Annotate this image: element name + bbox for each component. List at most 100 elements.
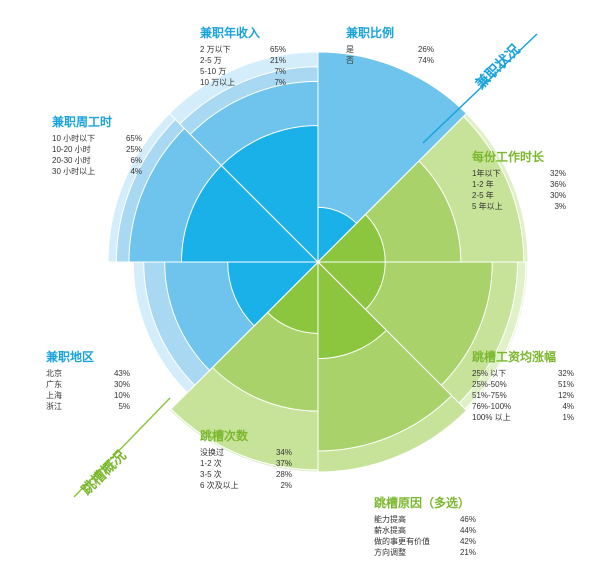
legend-row: 30 小时以上 4%	[52, 166, 142, 177]
legend-value: 4%	[562, 402, 574, 411]
legend-value: 46%	[459, 515, 476, 524]
legend-value: 1%	[562, 413, 574, 422]
legend-value: 12%	[557, 391, 574, 400]
legend-row: 1-2 次 37%	[200, 458, 292, 469]
legend-value: 36%	[549, 180, 566, 189]
legend-label: 10-20 小时	[52, 145, 91, 154]
legend-value: 4%	[130, 167, 142, 176]
legend-label: 51%-75%	[472, 391, 507, 400]
legend-row: 25%-50%51%	[472, 379, 574, 390]
chart-wedges	[107, 51, 529, 473]
legend-row: 100% 以上 1%	[472, 412, 574, 423]
legend-value: 34%	[275, 448, 292, 457]
legend-label: 20-30 小时	[52, 156, 91, 165]
legend-value: 30%	[549, 191, 566, 200]
legend-row: 没换过 34%	[200, 447, 292, 458]
legend-panel-2: 跳槽工资均涨幅 25% 以下 32%25%-50%51%51%-75% 12%76%-…	[472, 348, 574, 423]
legend-row: 76%-100%4%	[472, 401, 574, 412]
legend-label: 北京	[46, 369, 62, 378]
legend-label: 10 万以上	[200, 78, 236, 87]
legend-label: 25% 以下	[472, 369, 507, 378]
legend-value: 30%	[113, 380, 130, 389]
legend-value: 26%	[417, 45, 434, 54]
legend-label: 能力提高	[374, 515, 406, 524]
legend-label: 没换过	[200, 448, 224, 457]
legend-title: 每份工作时长	[472, 150, 545, 164]
legend-label: 1-2 次	[200, 459, 222, 468]
legend-label: 3-5 次	[200, 470, 222, 479]
legend-value: 37%	[275, 459, 292, 468]
wedge-band-5-0	[227, 261, 320, 327]
legend-value: 28%	[275, 470, 292, 479]
legend-value: 51%	[557, 380, 574, 389]
wedge-band-0-1	[317, 51, 468, 264]
legend-row: 10 万以上 7%	[200, 77, 286, 88]
legend-value: 32%	[549, 169, 566, 178]
section-label-part-time: 兼职状况	[472, 41, 524, 93]
legend-title: 兼职地区	[46, 350, 95, 364]
legend-label: 30 小时以上	[52, 167, 96, 176]
legend-value: 7%	[274, 78, 286, 87]
legend-row: 20-30 小时 6%	[52, 155, 142, 166]
legend-label: 广东	[46, 380, 62, 389]
wedge-band-6-0	[180, 164, 320, 263]
wedge-band-7-0	[220, 124, 319, 264]
section-divider-green	[73, 397, 171, 498]
legend-row: 薪水提高 44%	[374, 525, 476, 536]
legend-value: 5%	[118, 402, 130, 411]
legend-label: 100% 以上	[472, 413, 511, 422]
legend-row: 北京 43%	[46, 368, 130, 379]
section-label-job-hopping: 跳槽概况	[78, 447, 130, 499]
legend-label: 浙江	[46, 402, 62, 411]
legend-row: 是 26%	[346, 44, 434, 55]
legend-label: 上海	[46, 391, 62, 400]
legend-value: 25%	[125, 145, 142, 154]
legend-value: 6%	[130, 156, 142, 165]
legend-value: 44%	[459, 526, 476, 535]
legend-title: 跳槽次数	[200, 429, 249, 443]
legend-row: 2-5 年 30%	[472, 190, 566, 201]
legend-row: 25% 以下 32%	[472, 368, 574, 379]
legend-value: 2%	[280, 481, 292, 490]
legend-label: 5-10 万	[200, 67, 227, 76]
legend-title: 兼职比例	[346, 26, 395, 40]
legend-row: 3-5 次 28%	[200, 469, 292, 480]
section-divider-blue	[422, 33, 538, 144]
legend-value: 3%	[554, 202, 566, 211]
legend-row: 5-10 万 7%	[200, 66, 286, 77]
legend-value: 32%	[557, 369, 574, 378]
legend-title: 兼职周工时	[52, 115, 113, 129]
legend-row: 51%-75% 12%	[472, 390, 574, 401]
legend-title: 兼职年收入	[200, 26, 261, 40]
legend-title: 跳槽原因（多选）	[374, 496, 471, 510]
legend-value: 7%	[274, 67, 286, 76]
legend-label: 方向调整	[374, 548, 406, 557]
legend-label: 是	[346, 45, 354, 54]
legend-value: 65%	[269, 45, 286, 54]
legend-label: 5 年以上	[472, 202, 503, 211]
legend-value: 43%	[113, 369, 130, 378]
legend-label: 薪水提高	[374, 526, 406, 535]
legend-row: 能力提高 46%	[374, 514, 476, 525]
legend-row: 5 年以上 3%	[472, 201, 566, 212]
legend-row: 广东 30%	[46, 379, 130, 390]
legend-row: 10-20 小时 25%	[52, 144, 142, 155]
legend-title: 跳槽工资均涨幅	[472, 350, 557, 364]
legend-label: 2-5 年	[472, 191, 494, 200]
legend-label: 2-5 万	[200, 56, 222, 65]
